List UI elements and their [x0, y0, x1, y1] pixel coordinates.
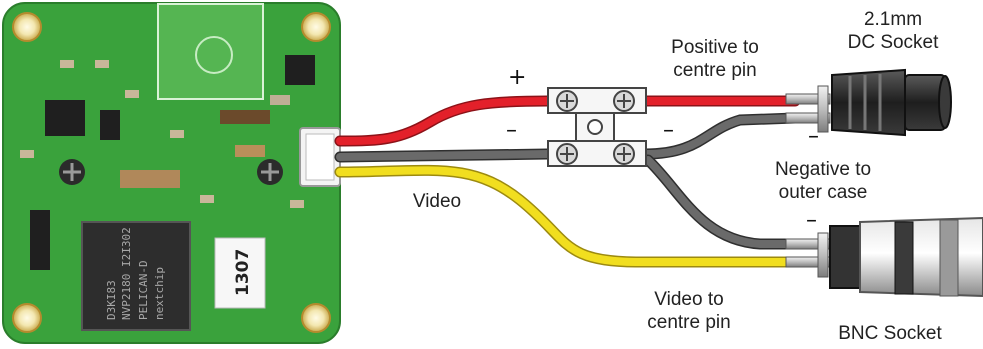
- terminal-screw: [556, 90, 635, 165]
- plus-sign: +: [508, 65, 527, 90]
- minus-sign-bnc: –: [806, 208, 817, 233]
- positive-label: Positive to centre pin: [640, 36, 790, 82]
- dc-socket-label: 2.1mm DC Socket: [818, 8, 968, 54]
- chip-text-line-3: NVP2180 I2I302: [120, 227, 133, 320]
- board-top-module: [157, 3, 264, 100]
- minus-sign-dc: –: [808, 124, 819, 149]
- video-label: Video: [412, 191, 462, 212]
- mounting-hole-bottom-right: [301, 303, 331, 333]
- terminal-block: [547, 87, 647, 167]
- board-main-chip: D3KI83 NVP2180 I2I302 PELICAN-D nextchip: [81, 221, 191, 331]
- mounting-hole-bottom-left: [12, 303, 42, 333]
- positive-label-line-1: Positive to: [671, 37, 759, 58]
- chip-text-line-2: PELICAN-D: [137, 260, 150, 320]
- video-centre-label-line-1: Video to: [654, 289, 724, 310]
- minus-sign-right: –: [663, 118, 674, 143]
- dc-socket-label-line-1: 2.1mm: [863, 9, 923, 30]
- negative-label-line-1: Negative to: [774, 159, 872, 180]
- video-centre-label: Video to centre pin: [614, 288, 764, 334]
- mounting-hole-top-left: [12, 12, 42, 42]
- board-lens-mark: [195, 36, 233, 74]
- negative-label: Negative to outer case: [748, 158, 898, 204]
- dc-socket: [785, 68, 952, 137]
- positive-label-line-2: centre pin: [673, 60, 757, 81]
- camera-circuit-board: D3KI83 NVP2180 I2I302 PELICAN-D nextchip…: [2, 2, 341, 344]
- bnc-socket: [785, 216, 983, 298]
- negative-label-line-2: outer case: [778, 182, 868, 203]
- sticker-text: 1307: [233, 249, 253, 296]
- board-components: [20, 55, 315, 270]
- wires: [334, 95, 801, 268]
- mounting-hole-top-right: [301, 12, 331, 42]
- board-screw-right: [257, 159, 283, 185]
- video-centre-label-line-2: centre pin: [647, 312, 731, 333]
- minus-sign-left: –: [506, 118, 517, 143]
- board-wire-connector: [299, 127, 341, 187]
- bnc-socket-label: BNC Socket: [838, 323, 942, 344]
- board-sticker: 1307: [214, 237, 266, 309]
- board-screw-left: [59, 159, 85, 185]
- chip-text-line-1: nextchip: [153, 267, 166, 320]
- dc-socket-label-line-2: DC Socket: [847, 32, 939, 53]
- chip-text-line-4: D3KI83: [105, 280, 118, 320]
